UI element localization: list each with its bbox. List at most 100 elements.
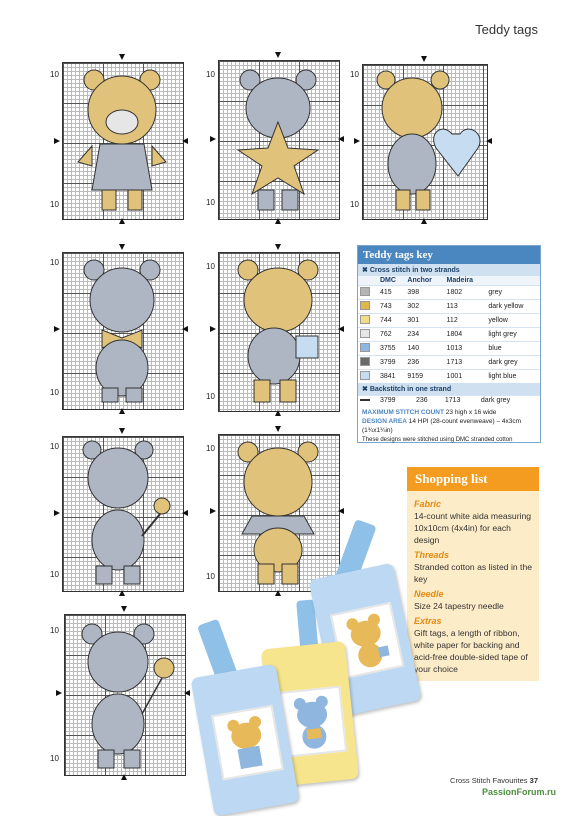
- stitched-teddy: [211, 704, 284, 781]
- dark-grey-symbol: [360, 357, 370, 366]
- center-marker-top: [275, 426, 281, 432]
- cell-madeira: 1804: [444, 327, 487, 342]
- cell-name: dark grey: [486, 355, 540, 370]
- teddy-motif: [237, 259, 319, 403]
- chart-teddy-1: 10 10: [48, 52, 188, 226]
- page-footer: Cross Stitch Favourites 37: [450, 776, 538, 785]
- chart-teddy-6: 10 10: [48, 428, 188, 600]
- light-grey-symbol: [360, 329, 370, 338]
- col-dmc: DMC: [378, 276, 406, 286]
- center-marker-left: [210, 326, 216, 332]
- chart-label-top: 10: [206, 70, 215, 79]
- key-header-row: DMC Anchor Madeira: [358, 276, 540, 286]
- teddy-motif: [82, 440, 171, 585]
- chart-label-bottom: 10: [206, 392, 215, 401]
- cell-anchor: 302: [405, 299, 445, 314]
- teddy-icon: [293, 695, 328, 749]
- teddy-motif: [77, 69, 167, 211]
- stitched-teddy: [278, 685, 348, 758]
- shop-item-threads: Threads Stranded cotton as listed in the…: [414, 549, 532, 585]
- key-section-cross-stitch: ✖ Cross stitch in two strands: [358, 264, 540, 276]
- center-marker-right: [486, 138, 492, 144]
- cell-anchor: 236: [414, 395, 443, 405]
- watermark-logo: PassionForum.ru: [481, 787, 556, 797]
- center-marker-bottom: [121, 774, 127, 780]
- cell-madeira: 1713: [442, 395, 479, 405]
- teddy-tags-key: Teddy tags key ✖ Cross stitch in two str…: [357, 245, 541, 443]
- shop-heading: Extras: [414, 616, 442, 626]
- shop-text: Size 24 tapestry needle: [414, 601, 504, 611]
- center-marker-right: [182, 138, 188, 144]
- page-number: 37: [529, 776, 538, 785]
- key-section-backstitch: ✖ Backstitch in one strand: [358, 383, 540, 395]
- dark-yellow-symbol: [360, 301, 370, 310]
- cell-dmc: 762: [378, 327, 406, 342]
- chart-label-top: 10: [350, 70, 359, 79]
- grey-symbol: [360, 287, 370, 296]
- gift-tag: [190, 663, 300, 816]
- max-stitch-value: 23 high x 16 wide: [445, 409, 497, 416]
- chart-label-bottom: 10: [206, 572, 215, 581]
- cell-dmc: 3799: [378, 395, 415, 405]
- chart-teddy-5: 10 10: [204, 244, 344, 420]
- shop-item-needle: Needle Size 24 tapestry needle: [414, 588, 532, 612]
- backstitch-row: 3799 236 1713 dark grey: [358, 395, 540, 405]
- center-marker-right: [182, 510, 188, 516]
- cell-name: dark yellow: [486, 299, 540, 314]
- teddy-motif: [376, 70, 481, 211]
- center-marker-bottom: [275, 410, 281, 416]
- key-title: Teddy tags key: [358, 246, 540, 264]
- cell-madeira: 113: [444, 299, 487, 314]
- key-notes: MAXIMUM STITCH COUNT 23 high x 16 wide D…: [358, 405, 540, 448]
- cell-anchor: 236: [405, 355, 445, 370]
- center-marker-left: [354, 138, 360, 144]
- col-anchor: Anchor: [405, 276, 445, 286]
- key-section-label: Cross stitch in two strands: [369, 267, 460, 274]
- center-marker-bottom: [119, 590, 125, 596]
- key-section-label: Backstitch in one strand: [369, 386, 452, 393]
- teddy-icon: [346, 613, 390, 668]
- shop-heading: Needle: [414, 589, 444, 599]
- center-marker-bottom: [119, 408, 125, 414]
- cell-anchor: 140: [405, 341, 445, 356]
- chart-teddy-8: 10 10: [48, 606, 190, 782]
- chart-label-top: 10: [206, 444, 215, 453]
- chart-label-top: 10: [50, 626, 59, 635]
- col-madeira: Madeira: [444, 276, 487, 286]
- chart-label-top: 10: [206, 262, 215, 271]
- teddy-motif: [83, 259, 161, 403]
- shop-text: Gift tags, a length of ribbon, white pap…: [414, 628, 528, 674]
- chart-label-bottom: 10: [206, 198, 215, 207]
- chart-label-top: 10: [50, 258, 59, 267]
- blue-symbol: [360, 343, 370, 352]
- center-marker-right: [338, 508, 344, 514]
- center-marker-left: [210, 508, 216, 514]
- chart-label-bottom: 10: [50, 570, 59, 579]
- shopping-list: Shopping list Fabric 14-count white aida…: [407, 467, 539, 681]
- cell-dmc: 743: [378, 299, 406, 314]
- chart-label-bottom: 10: [50, 200, 59, 209]
- shop-text: 14-count white aida measuring 10x10cm (4…: [414, 511, 532, 545]
- max-stitch-label: MAXIMUM STITCH COUNT: [362, 409, 444, 416]
- cell-madeira: 112: [444, 313, 487, 328]
- cell-name: light blue: [486, 369, 540, 383]
- center-marker-bottom: [275, 218, 281, 224]
- stitched-note: These designs were stitched using DMC st…: [362, 437, 513, 443]
- design-area-label: DESIGN AREA: [362, 418, 407, 425]
- cell-dmc: 415: [378, 285, 406, 300]
- backstitch-line-symbol: [360, 399, 370, 402]
- center-marker-right: [338, 326, 344, 332]
- cell-dmc: 3841: [378, 369, 406, 383]
- cell-madeira: 1713: [444, 355, 487, 370]
- cell-dmc: 744: [378, 313, 406, 328]
- center-marker-left: [54, 510, 60, 516]
- cell-madeira: 1802: [444, 285, 487, 300]
- cell-anchor: 9159: [405, 369, 445, 383]
- center-marker-left: [54, 138, 60, 144]
- center-marker-top: [275, 244, 281, 250]
- center-marker-top: [119, 54, 125, 60]
